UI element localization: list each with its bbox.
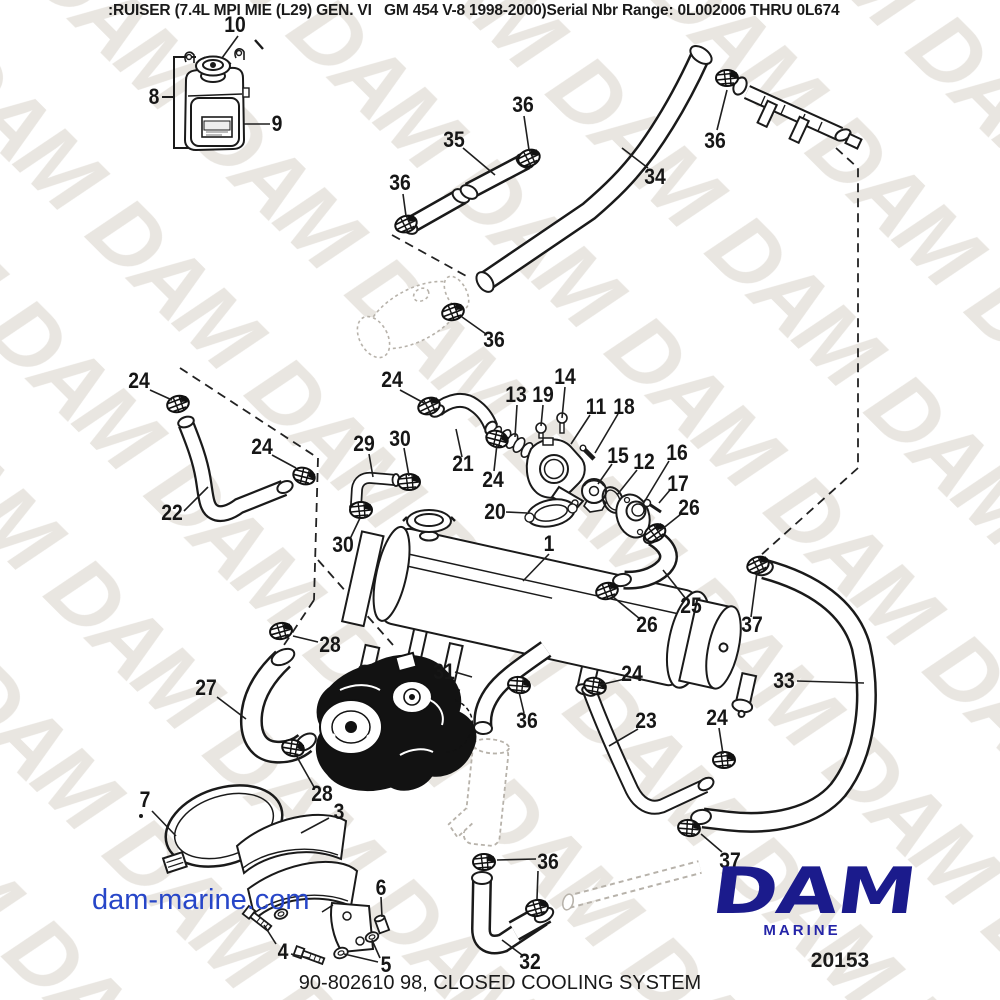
- leader-lines: [149, 35, 865, 963]
- construction-dashed-lines: [179, 147, 859, 649]
- thermostat-15: [581, 478, 607, 513]
- hose-22: [177, 415, 294, 523]
- shield-plates-3: [235, 814, 375, 954]
- drawing-title: 90-802610 98, CLOSED COOLING SYSTEM: [298, 972, 702, 994]
- figure-number: 20153: [810, 949, 870, 972]
- hose-35: [399, 153, 535, 235]
- dot-mark: [139, 814, 143, 818]
- hose-34: [475, 45, 713, 293]
- website-link[interactable]: dam-marine.com: [92, 884, 310, 916]
- fuel-rail-fitting: [732, 76, 863, 150]
- ghost-tube: [561, 860, 702, 911]
- page-title: :RUISER (7.4L MPI MIE (L29) GEN. VI GM 4…: [108, 2, 840, 19]
- dam-logo-marine-text: MARINE: [763, 922, 841, 939]
- gasket-20: [524, 498, 578, 528]
- bolt-4a: [241, 904, 273, 933]
- clamp-ring-7: [161, 784, 284, 874]
- stud-18: [579, 444, 596, 461]
- thermostat-assembly: [429, 392, 662, 539]
- end-flange-16: [615, 493, 651, 539]
- coolant-reservoir: [162, 39, 264, 152]
- washers-5: [273, 908, 380, 960]
- spacer-6: [373, 914, 391, 935]
- bolt-4b: [292, 944, 326, 966]
- sea-water-pump: [315, 651, 477, 792]
- hose-31: [473, 641, 552, 736]
- dam-logo: DAM: [707, 855, 920, 929]
- ghost-pump: [356, 275, 470, 359]
